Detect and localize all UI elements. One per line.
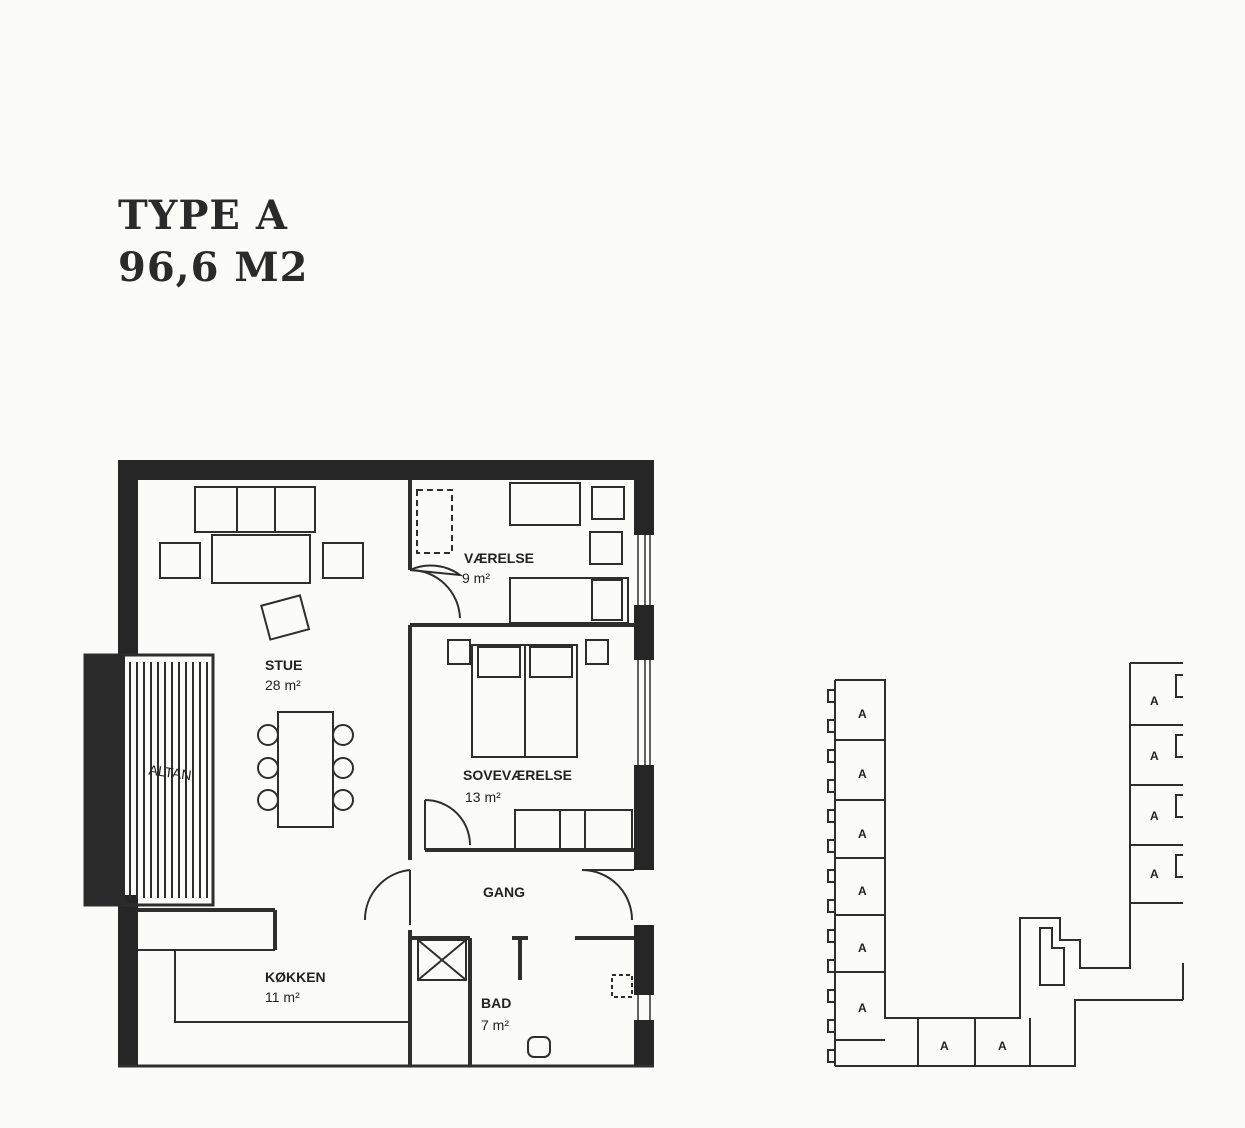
type-label: TYPE A xyxy=(118,192,288,239)
site-notch xyxy=(827,719,835,733)
bad-name: BAD xyxy=(481,995,511,1011)
site-unit-label: A xyxy=(998,1039,1007,1053)
room-labels: STUE 28 m² VÆRELSE 9 m² SOVEVÆRELSE 13 m… xyxy=(148,550,572,1033)
site-unit-label: A xyxy=(858,884,867,898)
site-unit-label: A xyxy=(858,827,867,841)
kokken-name: KØKKEN xyxy=(265,969,326,985)
site-notch xyxy=(827,959,835,973)
kitchen-furniture xyxy=(138,949,410,1023)
site-notch xyxy=(827,809,835,823)
room-furniture xyxy=(416,482,629,624)
site-unit-labels: A A A A A A A A A A A A xyxy=(858,694,1159,1053)
site-unit-label: A xyxy=(1150,809,1159,823)
site-unit-label: A xyxy=(858,707,867,721)
site-notch xyxy=(827,749,835,763)
door-swings xyxy=(363,564,634,925)
site-plan xyxy=(827,662,1184,1067)
site-notch xyxy=(827,1049,835,1063)
site-unit-label: A xyxy=(1150,749,1159,763)
bad-area: 7 m² xyxy=(481,1017,509,1033)
site-notch xyxy=(1175,854,1183,878)
site-unit-label: A xyxy=(1150,694,1159,708)
sovevaerelse-area: 13 m² xyxy=(465,789,501,805)
vaerelse-name: VÆRELSE xyxy=(464,550,534,566)
stue-area: 28 m² xyxy=(265,677,301,693)
site-notch xyxy=(827,869,835,883)
sovevaerelse-name: SOVEVÆRELSE xyxy=(463,767,572,783)
stue-name: STUE xyxy=(265,657,302,673)
site-unit-label: A xyxy=(858,767,867,781)
site-unit-label: A xyxy=(858,941,867,955)
site-unit-label: A xyxy=(940,1039,949,1053)
gang-name: GANG xyxy=(483,884,525,900)
site-notch xyxy=(1175,794,1183,818)
site-unit-label: A xyxy=(858,1001,867,1015)
altan-name: ALTAN xyxy=(148,761,193,783)
site-notch xyxy=(827,899,835,913)
vaerelse-area: 9 m² xyxy=(462,570,490,586)
site-unit-label: A xyxy=(1150,867,1159,881)
site-notch xyxy=(827,689,835,703)
site-notch xyxy=(827,779,835,793)
living-furniture xyxy=(159,486,364,828)
site-notch xyxy=(827,929,835,943)
plan-title: TYPE A 96,6 M2 xyxy=(118,190,308,294)
windows xyxy=(637,535,651,1020)
outer-walls xyxy=(118,460,654,1067)
site-notch xyxy=(827,1019,835,1033)
kokken-area: 11 m² xyxy=(265,989,300,1005)
balcony xyxy=(83,653,215,907)
site-notch xyxy=(827,839,835,853)
area-label: 96,6 M2 xyxy=(118,244,309,291)
site-notch xyxy=(1175,734,1183,758)
bath-fixtures xyxy=(417,939,633,1058)
bedroom-furniture xyxy=(447,639,633,851)
site-notch xyxy=(1175,674,1183,698)
apartment-plan xyxy=(83,460,654,1068)
site-notch xyxy=(827,989,835,1003)
